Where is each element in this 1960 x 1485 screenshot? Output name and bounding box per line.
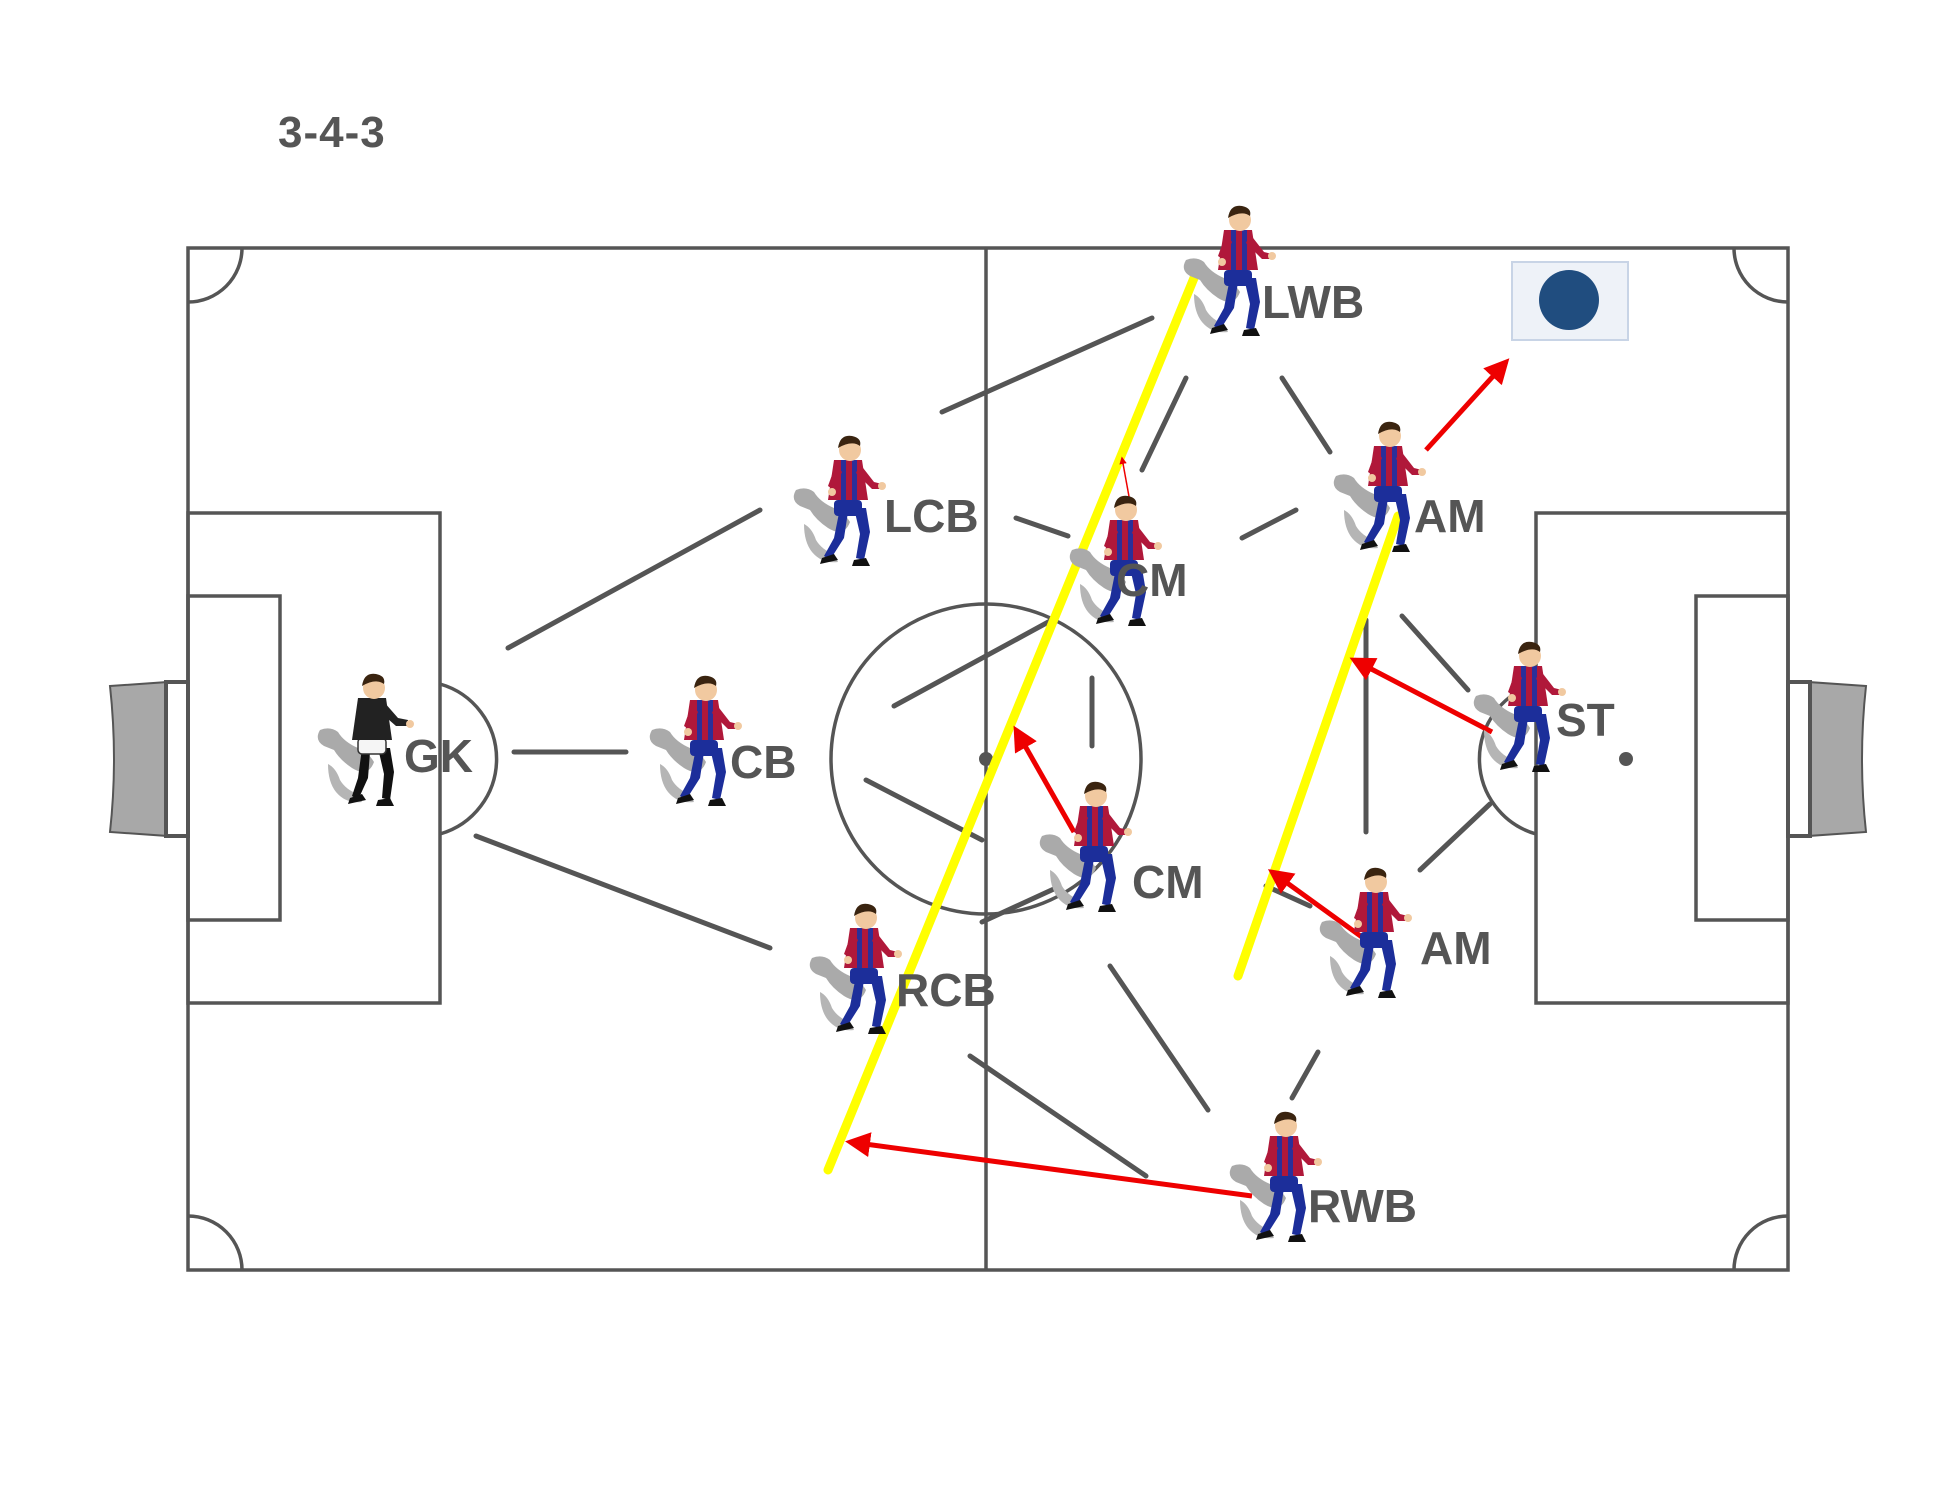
player-st[interactable]: ST	[1473, 641, 1615, 772]
centre-spot	[979, 752, 993, 766]
left-penalty-area	[186, 511, 442, 1005]
player-label: RCB	[896, 964, 996, 1016]
player-cm2[interactable]: CM	[1039, 781, 1204, 912]
player-label: GK	[404, 730, 473, 782]
player-am2[interactable]: AM	[1319, 867, 1492, 998]
connection-line	[1399, 613, 1471, 693]
connection-line	[967, 1053, 1149, 1179]
player-figure-icon	[1039, 781, 1132, 912]
movement-arrow	[1424, 358, 1510, 452]
movement-arrow	[845, 1132, 1253, 1199]
player-cm1[interactable]: CM	[1069, 495, 1188, 626]
connection-line	[1239, 507, 1299, 541]
right-penalty-area	[1534, 511, 1790, 1005]
left-goal	[108, 680, 190, 838]
connection-line	[1013, 515, 1071, 539]
player-label: AM	[1414, 490, 1486, 542]
movement-arrow	[1349, 657, 1494, 735]
defensive-lines	[823, 273, 1403, 1175]
corner-arc-bottom-right	[1732, 1214, 1789, 1271]
player-rwb[interactable]: RWB	[1229, 1111, 1417, 1242]
connection-line	[939, 315, 1155, 415]
player-label: RWB	[1308, 1180, 1417, 1232]
player-figure-icon	[1333, 421, 1426, 552]
movement-arrow	[1267, 869, 1368, 943]
connection-line	[505, 507, 763, 651]
player-rcb[interactable]: RCB	[809, 903, 996, 1034]
player-label: LCB	[884, 490, 979, 542]
player-figure-icon	[317, 673, 415, 807]
left-penalty-arc	[439, 682, 499, 836]
connection-line	[1279, 375, 1333, 455]
right-goal	[1786, 680, 1868, 838]
movement-arrows	[845, 358, 1510, 1199]
player-lwb[interactable]: LWB	[1183, 205, 1364, 336]
player-figure-icon	[649, 675, 742, 806]
corner-arc-top-left	[187, 247, 244, 304]
connection-line	[979, 885, 1059, 925]
player-label: ST	[1556, 694, 1615, 746]
player-label: AM	[1420, 922, 1492, 974]
player-figure-icon	[1473, 641, 1566, 772]
ball-icon	[1511, 261, 1629, 341]
player-figure-icon	[1319, 867, 1412, 998]
connection-line	[1107, 963, 1211, 1113]
players-layer: GK CB LCB RCB LWB CM CM RWB AM AM ST	[317, 205, 1615, 1242]
player-label: CM	[1116, 554, 1188, 606]
player-figure-icon	[793, 435, 886, 566]
centre-circle	[829, 602, 1143, 916]
player-gk[interactable]: GK	[317, 673, 473, 807]
player-lcb[interactable]: LCB	[793, 435, 979, 566]
left-goal-area	[186, 594, 282, 922]
connection-line	[891, 617, 1055, 709]
connection-line	[473, 833, 773, 951]
corner-arc-top-right	[1732, 247, 1789, 304]
right-goal-area	[1694, 594, 1790, 922]
movement-arrow	[1119, 456, 1131, 503]
corner-arc-bottom-left	[187, 1214, 244, 1271]
connection-line	[1289, 1049, 1321, 1101]
connection-line	[1417, 801, 1493, 873]
player-label: CM	[1132, 856, 1204, 908]
player-am1[interactable]: AM	[1333, 421, 1486, 552]
movement-arrow	[1013, 725, 1077, 834]
connection-line	[1139, 375, 1189, 473]
passing-connections	[473, 315, 1493, 1179]
right-penalty-spot	[1619, 752, 1633, 766]
player-cb[interactable]: CB	[649, 675, 797, 806]
defensive-line-right	[1233, 511, 1403, 981]
player-label: LWB	[1262, 276, 1364, 328]
defensive-line-left	[823, 273, 1199, 1175]
player-label: CB	[730, 736, 796, 788]
formation-title: 3-4-3	[278, 108, 386, 157]
